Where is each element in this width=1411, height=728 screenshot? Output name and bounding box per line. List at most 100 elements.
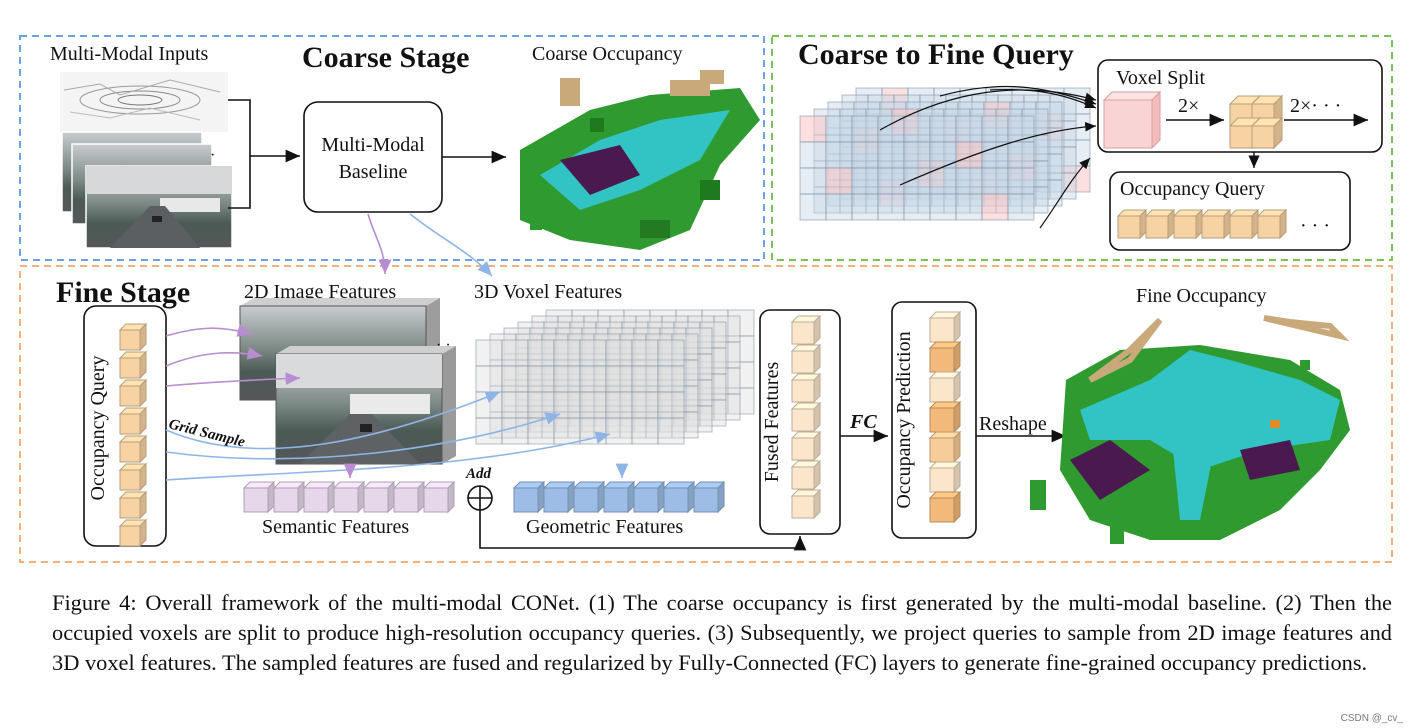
voxel-cell <box>631 365 659 393</box>
voxel-cell <box>1007 115 1035 143</box>
reshape-label: Reshape <box>979 413 1047 435</box>
voxel-cell <box>659 353 687 381</box>
voxel-cell <box>645 333 673 361</box>
voxel-cell <box>929 115 957 143</box>
geometric-features-label: Geometric Features <box>526 516 683 538</box>
voxel-cell <box>657 417 685 445</box>
voxel-cell <box>645 385 673 413</box>
geometric-cube <box>662 480 696 514</box>
split-factor-2: 2×· · · <box>1290 95 1341 117</box>
query-cube <box>1256 208 1288 240</box>
occupancy-query-label-top: Occupancy Query <box>1120 178 1265 200</box>
fused-cube <box>790 488 822 520</box>
voxel-cell <box>605 365 633 393</box>
fused-features-label: Fused Features <box>761 362 783 483</box>
voxel-cell <box>903 115 931 143</box>
semantic-cube <box>242 480 276 514</box>
voxel-cell <box>595 347 623 375</box>
voxel-cell <box>1007 167 1035 195</box>
voxel-cell <box>619 333 647 361</box>
voxel-cell <box>527 339 555 367</box>
query-cube <box>1144 208 1176 240</box>
coarse-stage-panel <box>19 35 765 261</box>
voxel-cell <box>877 141 905 169</box>
prediction-cube <box>928 310 962 344</box>
voxel-cell <box>569 373 597 401</box>
voxel-cell <box>981 193 1009 221</box>
voxel-cell <box>1035 153 1063 181</box>
voxel-cell <box>701 387 729 415</box>
voxel-cell <box>621 373 649 401</box>
voxel-cell <box>581 353 609 381</box>
prediction-cube <box>928 340 962 374</box>
occupancy-query-ellipsis: · · · <box>1300 215 1330 237</box>
voxel-cell <box>851 141 879 169</box>
query-cube <box>1116 208 1148 240</box>
voxel-cell <box>1035 101 1063 129</box>
voxel-cell <box>959 87 987 115</box>
voxel-cell <box>1063 165 1091 193</box>
image-features-label: 2D Image Features <box>244 281 396 303</box>
image-feature-maps: · · <box>239 298 456 465</box>
prediction-cube <box>928 490 962 524</box>
voxel-cell <box>647 399 675 427</box>
fused-feature-cubes <box>790 314 822 520</box>
voxel-cell <box>727 387 755 415</box>
voxel-cell <box>489 359 517 387</box>
voxel-cell <box>475 365 503 393</box>
voxel-cell <box>659 327 687 355</box>
fused-cube <box>790 314 822 346</box>
query-cube <box>118 322 148 352</box>
voxel-cell <box>515 385 543 413</box>
voxel-cell <box>701 309 729 337</box>
voxel-cell <box>645 411 673 439</box>
voxel-cell <box>917 108 945 136</box>
voxel-cell <box>687 393 715 421</box>
voxel-cell <box>981 141 1009 169</box>
voxel-cell <box>675 309 703 337</box>
svg-text:·: · <box>210 147 215 164</box>
voxel-cell <box>557 315 585 343</box>
voxel-cell <box>657 391 685 419</box>
query-cube <box>118 434 148 464</box>
voxel-cell <box>553 365 581 393</box>
query-cube <box>118 490 148 520</box>
voxel-cell <box>527 391 555 419</box>
multi-modal-inputs-label: Multi-Modal Inputs <box>50 43 209 65</box>
voxel-cell <box>687 367 715 395</box>
voxel-cell <box>647 347 675 375</box>
query-stage-panel <box>771 35 1393 261</box>
voxel-cell <box>825 193 853 221</box>
voxel-cell <box>595 321 623 349</box>
voxel-cell <box>579 339 607 367</box>
voxel-cell <box>727 309 755 337</box>
voxel-cell <box>685 353 713 381</box>
voxel-cell <box>527 365 555 393</box>
semantic-cube <box>272 480 306 514</box>
voxel-cell <box>647 373 675 401</box>
query-cube <box>118 350 148 380</box>
multi-modal-baseline-box <box>303 101 443 213</box>
geometric-cube <box>602 480 636 514</box>
voxel-split-label: Voxel Split <box>1116 67 1206 89</box>
voxel-cell <box>955 193 983 221</box>
fused-cube <box>790 343 822 375</box>
voxel-cell <box>943 186 971 214</box>
voxel-cell <box>929 167 957 195</box>
watermark: CSDN @_cv_ <box>1340 713 1403 724</box>
single-voxel-cube <box>1102 90 1162 150</box>
voxel-cell <box>943 108 971 136</box>
voxel-cell <box>685 327 713 355</box>
voxel-cell <box>517 399 545 427</box>
voxel-cell <box>799 141 827 169</box>
query-cube <box>118 378 148 408</box>
grid-sample-label: Grid Sample <box>167 416 247 450</box>
add-label: Add <box>465 466 492 482</box>
voxel-cell <box>597 309 625 337</box>
voxel-cell <box>799 167 827 195</box>
voxel-cell <box>541 359 569 387</box>
voxel-cell <box>1063 139 1091 167</box>
voxel-cell <box>605 417 633 445</box>
voxel-cell <box>633 379 661 407</box>
voxel-cell <box>727 361 755 389</box>
